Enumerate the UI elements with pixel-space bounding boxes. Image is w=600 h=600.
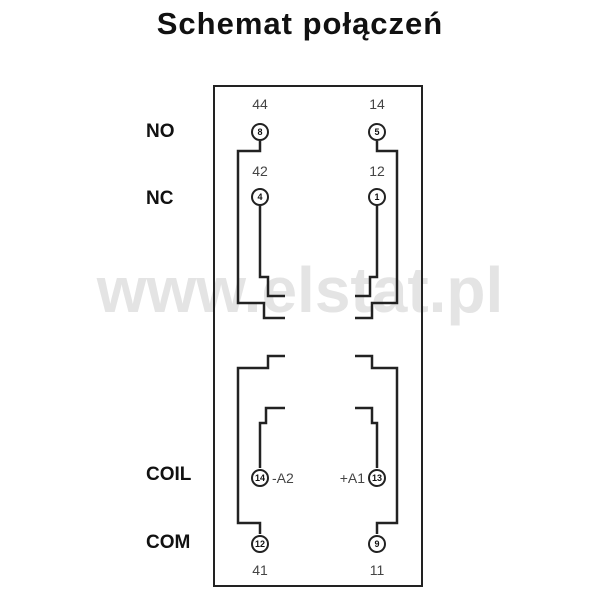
terminal-44-label: 44 [252, 96, 268, 112]
pin-5-number: 5 [374, 127, 379, 137]
terminal-41-label: 41 [252, 562, 268, 578]
diagram-title: Schemat połączeń [156, 6, 444, 41]
terminal-12-label: 12 [369, 163, 385, 179]
terminal-11-label: 11 [370, 562, 385, 578]
pin-5-circle [368, 123, 386, 141]
pin-1-circle [368, 188, 386, 206]
pin-9-number: 9 [374, 539, 379, 549]
nc-label: NC [146, 188, 174, 209]
pin-13-number: 13 [372, 473, 382, 483]
no-label: NO [146, 121, 175, 142]
pin-4-circle [251, 188, 269, 206]
pin-14-circle [251, 469, 269, 487]
coil-minus-label: -A2 [272, 470, 294, 486]
pin-8-number: 8 [257, 127, 262, 137]
pin-4-number: 4 [257, 192, 262, 202]
pin-1-number: 1 [374, 192, 379, 202]
coil-label: COIL [146, 464, 192, 485]
terminal-42-label: 42 [252, 163, 268, 179]
wiring-lines [236, 141, 399, 534]
pin-13-circle [368, 469, 386, 487]
relay-frame [213, 85, 423, 587]
watermark-text: www.elstat.pl [96, 254, 504, 326]
coil-plus-label: +A1 [340, 470, 366, 486]
pin-14-number: 14 [255, 473, 265, 483]
pin-8-circle [251, 123, 269, 141]
pin-12-circle [251, 535, 269, 553]
terminal-14-label: 14 [369, 96, 385, 112]
com-label: COM [146, 532, 191, 553]
pin-9-circle [368, 535, 386, 553]
pin-12-number: 12 [255, 539, 265, 549]
